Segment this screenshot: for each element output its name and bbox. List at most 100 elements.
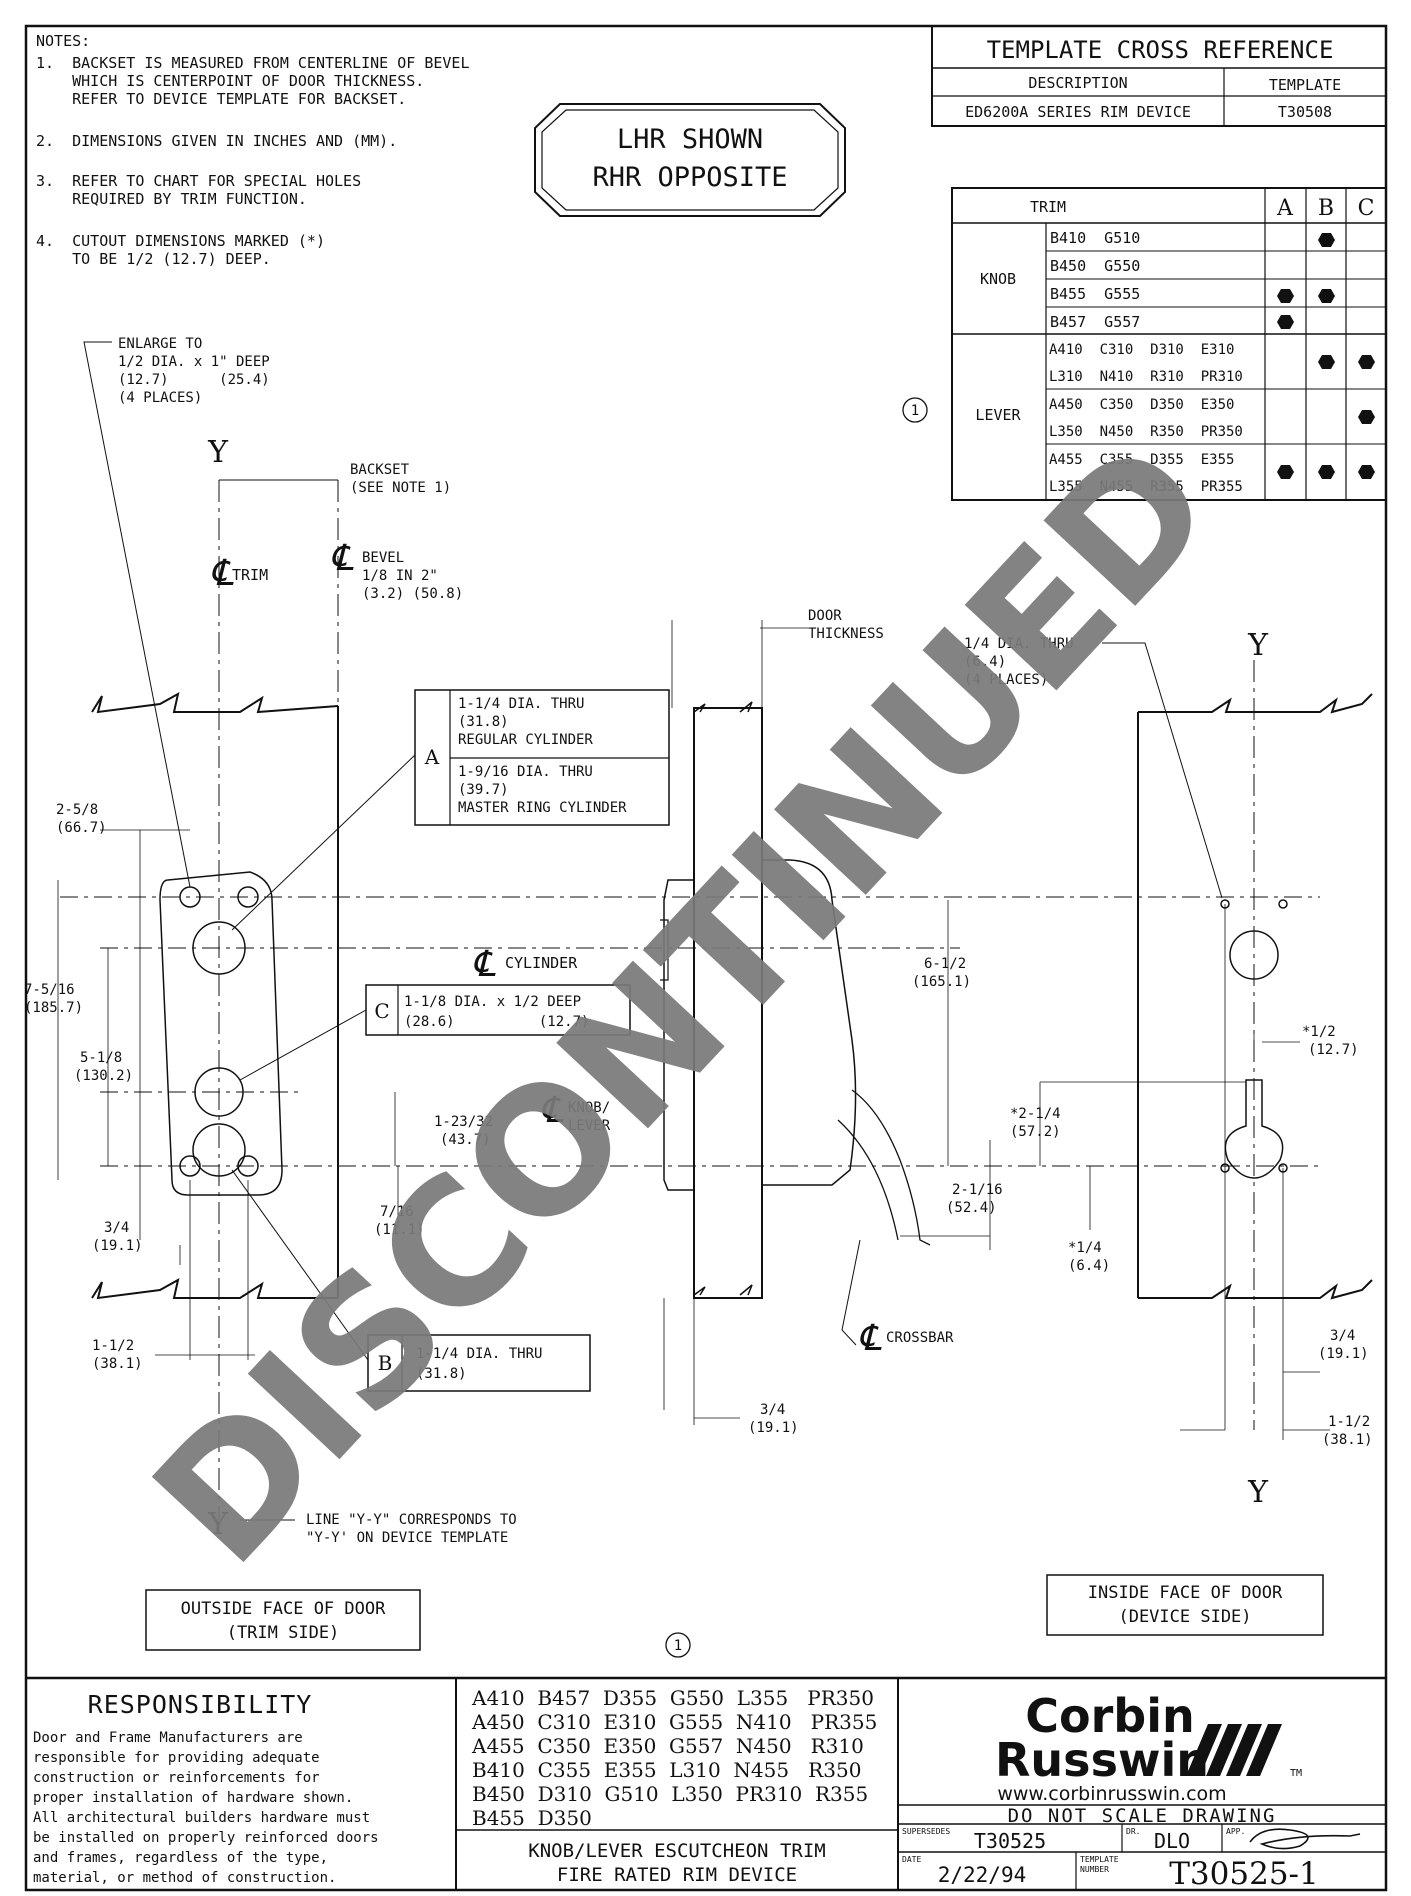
dim-label: (43.7) xyxy=(440,1132,491,1148)
outside-face-line: OUTSIDE FACE OF DOOR xyxy=(181,1599,386,1619)
callout-b-letter: B xyxy=(378,1351,393,1375)
date-label: DATE xyxy=(902,1855,921,1864)
cl-knob-label: LEVER xyxy=(568,1118,611,1134)
trim-lever-label: LEVER xyxy=(975,406,1021,424)
cross-reference-row-template: T30508 xyxy=(1278,103,1332,121)
note-line: REQUIRED BY TRIM FUNCTION. xyxy=(36,190,307,208)
svg-text:1: 1 xyxy=(911,403,919,419)
hand-badge: LHR SHOWN RHR OPPOSITE xyxy=(534,103,846,217)
brand-url: www.corbinrusswin.com xyxy=(997,1783,1226,1805)
trim-col-c: C xyxy=(1358,196,1375,221)
responsibility-line: be installed on properly reinforced door… xyxy=(33,1830,379,1846)
template-number-value: T30525-1 xyxy=(1169,1856,1319,1892)
brand-line2: Russwin xyxy=(995,1733,1209,1787)
door-section-view xyxy=(660,620,991,1425)
hex-marker xyxy=(1358,465,1375,479)
template-number-label: TEMPLATE xyxy=(1080,1855,1119,1864)
hex-marker xyxy=(1318,289,1335,303)
dim-label: (38.1) xyxy=(1322,1432,1373,1448)
dim-label: (6.4) xyxy=(1068,1258,1110,1274)
note-line: TO BE 1/2 (12.7) DEEP. xyxy=(36,250,271,268)
brand-stripes-icon xyxy=(1186,1724,1282,1776)
approval-signature xyxy=(1249,1828,1361,1850)
callout-b-line: 1-1/4 DIA. THRU xyxy=(416,1346,542,1362)
dim-label: 1-1/2 xyxy=(92,1338,134,1354)
trim-knob-label: KNOB xyxy=(980,270,1016,288)
trim-table: TRIM A B C KNOB LEVER B410 G510 B450 G55… xyxy=(951,187,1387,501)
dim-label: (19.1) xyxy=(748,1420,799,1436)
hex-marker xyxy=(1277,465,1294,479)
note-line: WHICH IS CENTERPOINT OF DOOR THICKNESS. xyxy=(36,72,424,90)
cross-reference-row-description: ED6200A SERIES RIM DEVICE xyxy=(965,103,1191,121)
outside-face-labels: ENLARGE TO 1/2 DIA. x 1" DEEP (12.7) (25… xyxy=(24,336,517,1546)
dim-label: (165.1) xyxy=(912,974,971,990)
callout-a: A 1-1/4 DIA. THRU (31.8) REGULAR CYLINDE… xyxy=(414,689,670,826)
dim-label: (11.1) xyxy=(374,1222,425,1238)
callout-a-line: 1-9/16 DIA. THRU xyxy=(458,764,593,780)
backset-label: BACKSET xyxy=(350,462,410,478)
cross-reference-table: TEMPLATE CROSS REFERENCE DESCRIPTION TEM… xyxy=(931,25,1387,127)
hand-badge-line2: RHR OPPOSITE xyxy=(592,162,787,193)
inside-face-box: INSIDE FACE OF DOOR (DEVICE SIDE) xyxy=(1046,1574,1324,1636)
dim-label: 3/4 xyxy=(104,1220,129,1236)
hex-marker xyxy=(1358,410,1375,424)
trim-lever-row: L355 N455 R355 PR355 xyxy=(1049,479,1243,495)
backset-label: (SEE NOTE 1) xyxy=(350,480,451,496)
bevel-label: (3.2) (50.8) xyxy=(362,586,463,602)
callout-c-letter: C xyxy=(374,999,389,1023)
dim-label: 5-1/8 xyxy=(80,1050,122,1066)
dim-label: 1-23/32 xyxy=(434,1114,493,1130)
enlarge-note: (4 PLACES) xyxy=(118,390,202,406)
model-list-row: A450 C310 E310 G555 N410 PR355 xyxy=(471,1710,877,1734)
discontinued-watermark: DISCONTINUED xyxy=(116,405,1251,1601)
trim-col-a: A xyxy=(1276,196,1294,221)
outside-face-line: (TRIM SIDE) xyxy=(227,1623,340,1643)
quarter-dia-label: 1/4 DIA. THRU xyxy=(964,636,1074,652)
responsibility-line: Door and Frame Manufacturers are xyxy=(33,1730,303,1746)
trim-col-b: B xyxy=(1318,196,1334,221)
dim-label: (12.7) xyxy=(1308,1042,1359,1058)
cl-symbol: ℄ xyxy=(472,944,496,985)
dim-label: *2-1/4 xyxy=(1010,1106,1061,1122)
hex-marker xyxy=(1318,355,1335,369)
line-yy-note: LINE "Y-Y" CORRESPONDS TO xyxy=(306,1512,517,1528)
notes-header: NOTES: xyxy=(36,32,90,50)
callout-b-line: (31.8) xyxy=(416,1366,467,1382)
trim-knob-row: B457 G557 xyxy=(1050,313,1140,331)
dim-label: 2-1/16 xyxy=(952,1182,1003,1198)
hex-marker xyxy=(1277,289,1294,303)
dim-label: 3/4 xyxy=(760,1402,785,1418)
bevel-label: BEVEL xyxy=(362,550,404,566)
trim-lever-row: L310 N410 R310 PR310 xyxy=(1049,369,1243,385)
callout-a-line: MASTER RING CYLINDER xyxy=(458,800,627,816)
model-list-row: A455 C350 E350 G557 N450 R310 xyxy=(471,1734,864,1758)
note-line: 3. REFER TO CHART FOR SPECIAL HOLES xyxy=(36,172,361,190)
callout-c-line: (28.6) (12.7) xyxy=(404,1014,589,1030)
supersedes-value: T30525 xyxy=(974,1829,1046,1853)
callout-a-line: 1-1/4 DIA. THRU xyxy=(458,696,584,712)
hex-marker xyxy=(1277,315,1294,329)
dim-label: (130.2) xyxy=(74,1068,133,1084)
dim-label: (52.4) xyxy=(946,1200,997,1216)
cl-symbol: ℄ xyxy=(858,1318,882,1359)
hex-marker xyxy=(1318,233,1335,247)
hex-marker xyxy=(1358,355,1375,369)
cl-knob-label: KNOB/ xyxy=(568,1100,610,1116)
date-value: 2/22/94 xyxy=(938,1863,1027,1887)
dim-label: (19.1) xyxy=(92,1238,143,1254)
trim-lever-row: A455 C355 D355 E355 xyxy=(1049,452,1234,468)
cross-reference-title: TEMPLATE CROSS REFERENCE xyxy=(987,36,1334,64)
responsibility-line: and frames, regardless of the type, xyxy=(33,1850,328,1866)
responsibility-line: responsible for providing adequate xyxy=(33,1750,320,1766)
dim-label: (19.1) xyxy=(1318,1346,1369,1362)
responsibility-line: All architectural builders hardware must xyxy=(33,1810,370,1826)
brand-logo: Corbin Russwin TM www.corbinrusswin.com xyxy=(995,1689,1302,1805)
product-title-line: KNOB/LEVER ESCUTCHEON TRIM xyxy=(528,1840,825,1862)
door-thickness-label: THICKNESS xyxy=(808,626,884,642)
trim-lever-row: A450 C350 D350 E350 xyxy=(1049,397,1234,413)
revision-marker: 1 xyxy=(902,397,928,423)
callout-c: C 1-1/8 DIA. x 1/2 DEEP (28.6) (12.7) xyxy=(365,984,631,1036)
title-block: DO NOT SCALE DRAWING SUPERSEDES T30525 D… xyxy=(898,1804,1386,1892)
dim-label: (57.2) xyxy=(1010,1124,1061,1140)
dim-label: 3/4 xyxy=(1330,1328,1355,1344)
